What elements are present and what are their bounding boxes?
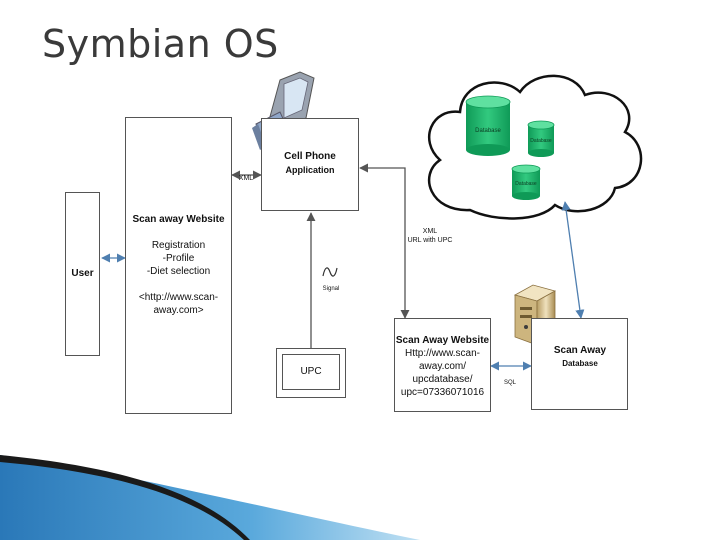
scan-away-site2-line: away.com/ (418, 361, 467, 372)
scan-website-line: Registration (151, 240, 206, 251)
upc-box-inner (282, 354, 340, 390)
scan-away-site2-line: upc=07336071016 (400, 387, 485, 398)
cloud-db-label: Database (515, 181, 537, 187)
cell-phone-app-box (261, 118, 359, 211)
edge-label-xml: XML (422, 228, 438, 235)
cloud-db-label: Database (475, 128, 501, 134)
edge-label-signal: Signal (322, 286, 340, 292)
edge-label-xml: XML (238, 175, 254, 182)
scan-away-site2-box (394, 318, 491, 412)
slide-title: Symbian OS (42, 22, 279, 66)
scan-away-site2-line: upcdatabase/ (412, 374, 473, 385)
edge-label-url: URL with UPC (407, 237, 453, 244)
scan-website-title: Scan away Website (132, 214, 225, 225)
edge-label-sql: SQL (503, 380, 516, 386)
cell-phone-title: Application (285, 165, 335, 175)
signal-icon (322, 267, 338, 277)
scan-website-line: -Diet selection (146, 266, 211, 277)
cell-phone-title: Cell Phone (284, 151, 336, 162)
phone-site2-connector (359, 163, 410, 319)
database-icon (527, 120, 555, 157)
user-box (65, 192, 100, 356)
database-icon (511, 164, 541, 200)
scan-website-box (125, 117, 232, 414)
scan-website-line: away.com> (153, 305, 204, 316)
user-label: User (71, 268, 94, 279)
database-icon (465, 95, 511, 156)
cloud-db-label: Database (530, 138, 552, 144)
scan-website-line: <http://www.scan- (138, 292, 219, 303)
scan-website-line: -Profile (162, 253, 195, 264)
scan-away-db-box (531, 318, 628, 410)
decorative-swoosh (0, 455, 420, 540)
scan-away-db-title: Scan Away (553, 345, 607, 356)
scan-away-db-title: Database (562, 359, 598, 368)
upc-label: UPC (300, 366, 322, 377)
scan-away-site2-line: Http://www.scan- (404, 348, 481, 359)
scan-away-site2-title: Scan Away Website (395, 335, 490, 346)
cloud-db-connector (561, 201, 585, 319)
